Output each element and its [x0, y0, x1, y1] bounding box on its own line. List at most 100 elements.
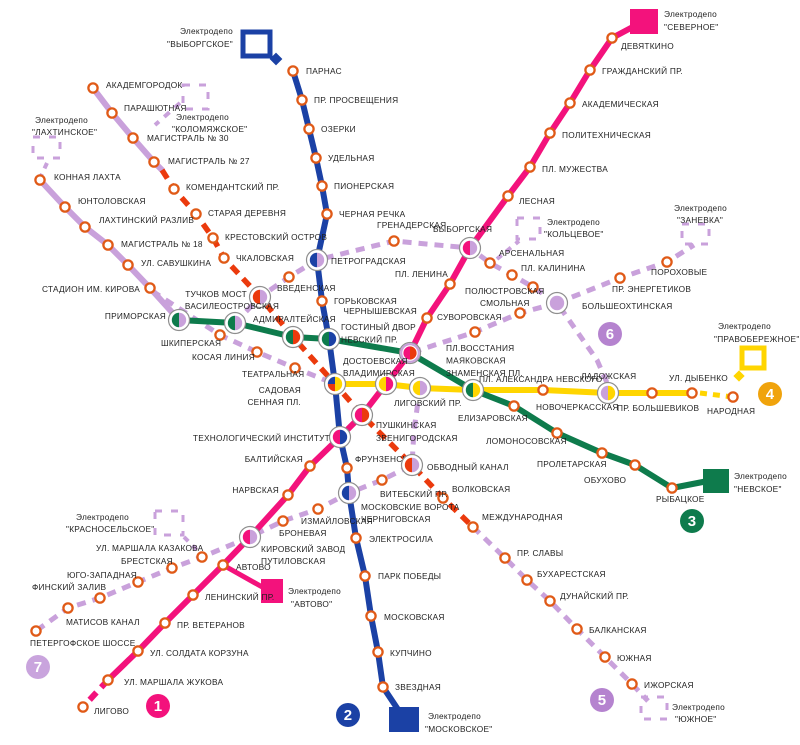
station-dot-obukhovo[interactable] [629, 459, 641, 471]
station-dot-yugo-zapadnaya[interactable] [132, 576, 144, 588]
transfer-sector-nevsky-pr-gostiny-dvor-0[interactable] [321, 331, 329, 347]
transfer-sector-vyborgskaya-1[interactable] [470, 240, 478, 256]
transfer-sector-admiralteyskaya-1[interactable] [293, 329, 301, 345]
transfer-sector-tekhnologichesky-institut-1[interactable] [340, 429, 348, 445]
transfer-sector-primorskaya-0[interactable] [171, 312, 179, 328]
transfer-sector-vasileostrovskaya-0[interactable] [227, 315, 235, 331]
transfer-sector-sadovaya-sennaya-1[interactable] [327, 384, 335, 392]
transfer-sector-petrogradskaya-0[interactable] [309, 252, 317, 268]
transfer-sector-obvodny-kanal-0[interactable] [404, 457, 412, 473]
station-dot-chkalovskaya[interactable] [218, 252, 230, 264]
station-dot-shkiperskaya[interactable] [214, 329, 226, 341]
station-dot-bukharestskaya[interactable] [521, 574, 533, 586]
station-dot-elizarovskaya[interactable] [508, 400, 520, 412]
station-dot-zvezdnaya[interactable] [377, 681, 389, 693]
station-dot-ul-dybenko[interactable] [686, 387, 698, 399]
station-dot-suvorovskaya[interactable] [469, 326, 481, 338]
station-dot-finsky-zaliv[interactable] [94, 592, 106, 604]
transfer-sector-moskovskiye-vorota-chernigovskaya-0[interactable] [341, 485, 349, 501]
station-dot-politekhnicheskaya[interactable] [544, 127, 556, 139]
station-dot-parashyutnaya[interactable] [106, 107, 118, 119]
transfer-sector-nevsky-pr-gostiny-dvor-1[interactable] [329, 331, 337, 347]
station-dot-chernyshevskaya[interactable] [421, 312, 433, 324]
station-dot-arsenalnaya[interactable] [484, 257, 496, 269]
station-dot-pl-lenina[interactable] [444, 278, 456, 290]
station-dot-moskovskaya[interactable] [365, 610, 377, 622]
transfer-sector-ligovsky-pr-1[interactable] [420, 380, 428, 396]
station-dot-balkanskaya[interactable] [571, 623, 583, 635]
station-dot-ul-soldata-korzuna[interactable] [132, 645, 144, 657]
transfer-sector-kirovsky-zavod-putilovskaya-0[interactable] [242, 529, 250, 545]
transfer-sector-pl-aleksandra-nevskogo-0[interactable] [465, 382, 473, 398]
transfer-sector-pl-vosstaniya-1[interactable] [410, 346, 417, 360]
station-dot-pl-muzhestva[interactable] [524, 161, 536, 173]
transfer-sector-admiralteyskaya-0[interactable] [285, 329, 293, 345]
transfer-sector-tuchkov-most-0[interactable] [252, 289, 260, 305]
station-dot-pr-bolshevikov[interactable] [646, 387, 658, 399]
station-dot-grenaderskaya[interactable] [388, 235, 400, 247]
station-dot-kosaya-liniya[interactable] [251, 346, 263, 358]
station-dot-kupchino[interactable] [372, 646, 384, 658]
transfer-sector-pushkinskaya-zvenigorodskaya-0[interactable] [354, 407, 362, 423]
station-dot-lakhtinsky-razliv[interactable] [79, 221, 91, 233]
station-dot-ul-marshala-zhukova[interactable] [102, 674, 114, 686]
station-dot-ozerki[interactable] [303, 123, 315, 135]
station-dot-proletarskaya[interactable] [596, 447, 608, 459]
station-dot-novocherkasskaya[interactable] [537, 384, 549, 396]
station-dot-narvskaya[interactable] [282, 489, 294, 501]
transfer-sector-vyborgskaya-0[interactable] [462, 240, 470, 256]
station-dot-dunaysky-pr[interactable] [544, 595, 556, 607]
station-dot-komendantsky-pr[interactable] [168, 183, 180, 195]
transfer-sector-tekhnologichesky-institut-0[interactable] [332, 429, 340, 445]
station-dot-narodnaya[interactable] [727, 391, 739, 403]
station-dot-pr-prosvescheniya[interactable] [296, 94, 308, 106]
transfer-sector-primorskaya-1[interactable] [179, 312, 187, 328]
station-dot-frunzenskaya[interactable] [341, 462, 353, 474]
transfer-sector-pl-vosstaniya-0[interactable] [403, 346, 410, 360]
station-dot-bronevaya[interactable] [277, 515, 289, 527]
station-dot-krestovsky-ostrov[interactable] [207, 232, 219, 244]
station-dot-yuntolovskaya[interactable] [59, 201, 71, 213]
transfer-sector-dostoyevskaya-vladimirskaya-0[interactable] [378, 376, 386, 392]
station-dot-smolnaya[interactable] [514, 307, 526, 319]
station-dot-polyustrovskaya[interactable] [527, 281, 539, 293]
station-dot-lomonosovskaya[interactable] [551, 427, 563, 439]
transfer-sector-pushkinskaya-zvenigorodskaya-1[interactable] [362, 407, 370, 423]
station-dot-avtovo[interactable] [217, 559, 229, 571]
station-dot-stadion-im-kirova[interactable] [144, 282, 156, 294]
station-dot-udelnaya[interactable] [310, 152, 322, 164]
transfer-sector-sadovaya-sennaya-0[interactable] [335, 376, 343, 392]
station-dot-teatralnaya[interactable] [289, 362, 301, 374]
station-dot-akademgorodok[interactable] [87, 82, 99, 94]
station-dot-matisov-kanal[interactable] [62, 602, 74, 614]
station-dot-petergofskoye-shosse[interactable] [30, 625, 42, 637]
station-dot-chernaya-rechka[interactable] [321, 208, 333, 220]
station-dot-vitebsky-pr[interactable] [376, 474, 388, 486]
transfer-sector-moskovskiye-vorota-chernigovskaya-1[interactable] [349, 485, 357, 501]
station-dot-elektrosila[interactable] [350, 532, 362, 544]
transfer-sector-ladozhskaya-0[interactable] [600, 385, 608, 401]
station-dot-pionerskaya[interactable] [316, 180, 328, 192]
station-dot-lesnaya[interactable] [502, 190, 514, 202]
transfer-sector-tuchkov-most-1[interactable] [260, 289, 268, 305]
transfer-sector-vasileostrovskaya-1[interactable] [235, 315, 243, 331]
transfer-sector-kirovsky-zavod-putilovskaya-1[interactable] [250, 529, 258, 545]
transfer-sector-pl-aleksandra-nevskogo-1[interactable] [473, 382, 481, 398]
transfer-sector-sadovaya-sennaya-2[interactable] [327, 376, 335, 384]
station-dot-gorkovskaya[interactable] [316, 295, 328, 307]
station-dot-pl-kalinina[interactable] [506, 269, 518, 281]
station-dot-ul-savushkina[interactable] [122, 259, 134, 271]
station-dot-yuzhnaya[interactable] [599, 651, 611, 663]
station-dot-rybatskoye[interactable] [666, 482, 678, 494]
transfer-sector-ligovsky-pr-0[interactable] [412, 380, 420, 396]
station-dot-magistral-27[interactable] [148, 156, 160, 168]
transfer-sector-ladozhskaya-1[interactable] [608, 385, 616, 401]
transfer-sector-dostoyevskaya-vladimirskaya-1[interactable] [386, 376, 394, 392]
station-dot-mezhdunarodnaya[interactable] [467, 521, 479, 533]
station-dot-vvedenskaya[interactable] [283, 271, 295, 283]
station-dot-ligovo[interactable] [77, 701, 89, 713]
station-dot-staraya-derevnya[interactable] [190, 208, 202, 220]
station-dot-magistral-30[interactable] [127, 132, 139, 144]
station-dot-park-pobedy[interactable] [359, 570, 371, 582]
station-dot-brestskaya[interactable] [166, 562, 178, 574]
